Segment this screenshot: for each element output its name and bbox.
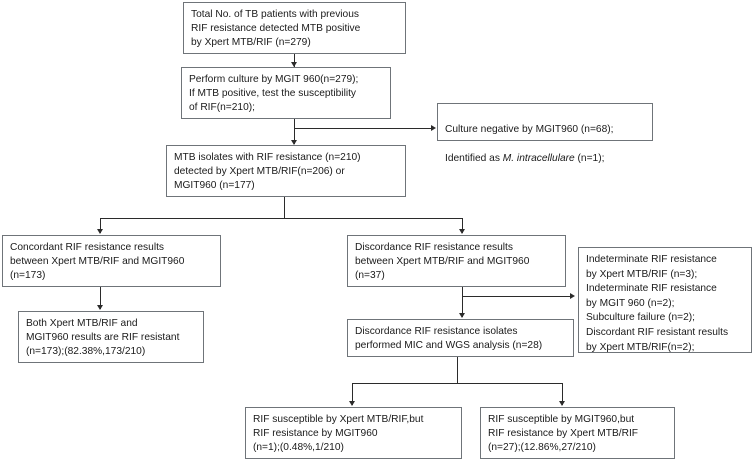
arrowhead-total-to-culture — [290, 62, 297, 67]
connector-concordant-to-both — [100, 287, 101, 309]
connector-isolates-stem — [284, 197, 285, 219]
connector-total-to-culture — [294, 54, 295, 67]
connector-discordance-to-excluded — [462, 296, 572, 297]
node-concordant: Concordant RIF resistance results betwee… — [2, 235, 221, 287]
arrowhead-mic-to-susceptible-mgit — [558, 401, 565, 406]
connector-isolates-to-discordance — [462, 218, 463, 233]
connector-culture-to-isolates — [294, 119, 295, 144]
culture-negative-line2-suffix: (n=1); — [574, 152, 605, 164]
culture-negative-species: M. intracellulare — [502, 152, 575, 164]
connector-mic-to-susceptible-xpert — [352, 383, 353, 405]
arrowhead-isolates-to-concordant — [96, 229, 103, 234]
node-both-rif-resistant: Both Xpert MTB/RIF and MGIT960 results a… — [18, 311, 204, 363]
arrowhead-culture-to-negative — [431, 124, 436, 131]
connector-discordance-to-mic — [462, 287, 463, 317]
arrowhead-concordant-to-both — [96, 305, 103, 310]
connector-isolates-split-bar — [100, 218, 463, 219]
arrowhead-discordance-to-mic — [458, 313, 465, 318]
node-mtb-isolates: MTB isolates with RIF resistance (n=210)… — [166, 145, 406, 197]
arrowhead-mic-to-susceptible-xpert — [348, 401, 355, 406]
node-total-patients: Total No. of TB patients with previous R… — [183, 2, 406, 54]
connector-mic-to-susceptible-mgit — [562, 383, 563, 405]
connector-mic-split-bar — [352, 383, 563, 384]
connector-mic-stem — [457, 357, 458, 383]
connector-culture-to-negative — [294, 128, 433, 129]
node-perform-culture: Perform culture by MGIT 960(n=279); If M… — [181, 67, 391, 119]
node-discordance: Discordance RIF resistance results betwe… — [347, 235, 566, 287]
node-culture-negative: Culture negative by MGIT960 (n=68); Iden… — [437, 103, 653, 164]
arrowhead-discordance-to-excluded — [570, 292, 575, 299]
arrowhead-isolates-to-discordance — [458, 229, 465, 234]
culture-negative-line1: Culture negative by MGIT960 (n=68); — [445, 124, 614, 136]
node-excluded-indeterminate: Indeterminate RIF resistance by Xpert MT… — [578, 247, 752, 353]
culture-negative-line2-prefix: Identified as — [445, 152, 503, 164]
node-mic-wgs-analysis: Discordance RIF resistance isolates perf… — [347, 319, 574, 357]
connector-isolates-to-concordant — [100, 218, 101, 233]
node-susceptible-xpert-resistant-mgit: RIF susceptible by Xpert MTB/RIF,but RIF… — [245, 407, 462, 459]
arrowhead-culture-to-isolates — [290, 140, 297, 145]
node-susceptible-mgit-resistant-xpert: RIF susceptible by MGIT960,but RIF resis… — [480, 407, 675, 459]
